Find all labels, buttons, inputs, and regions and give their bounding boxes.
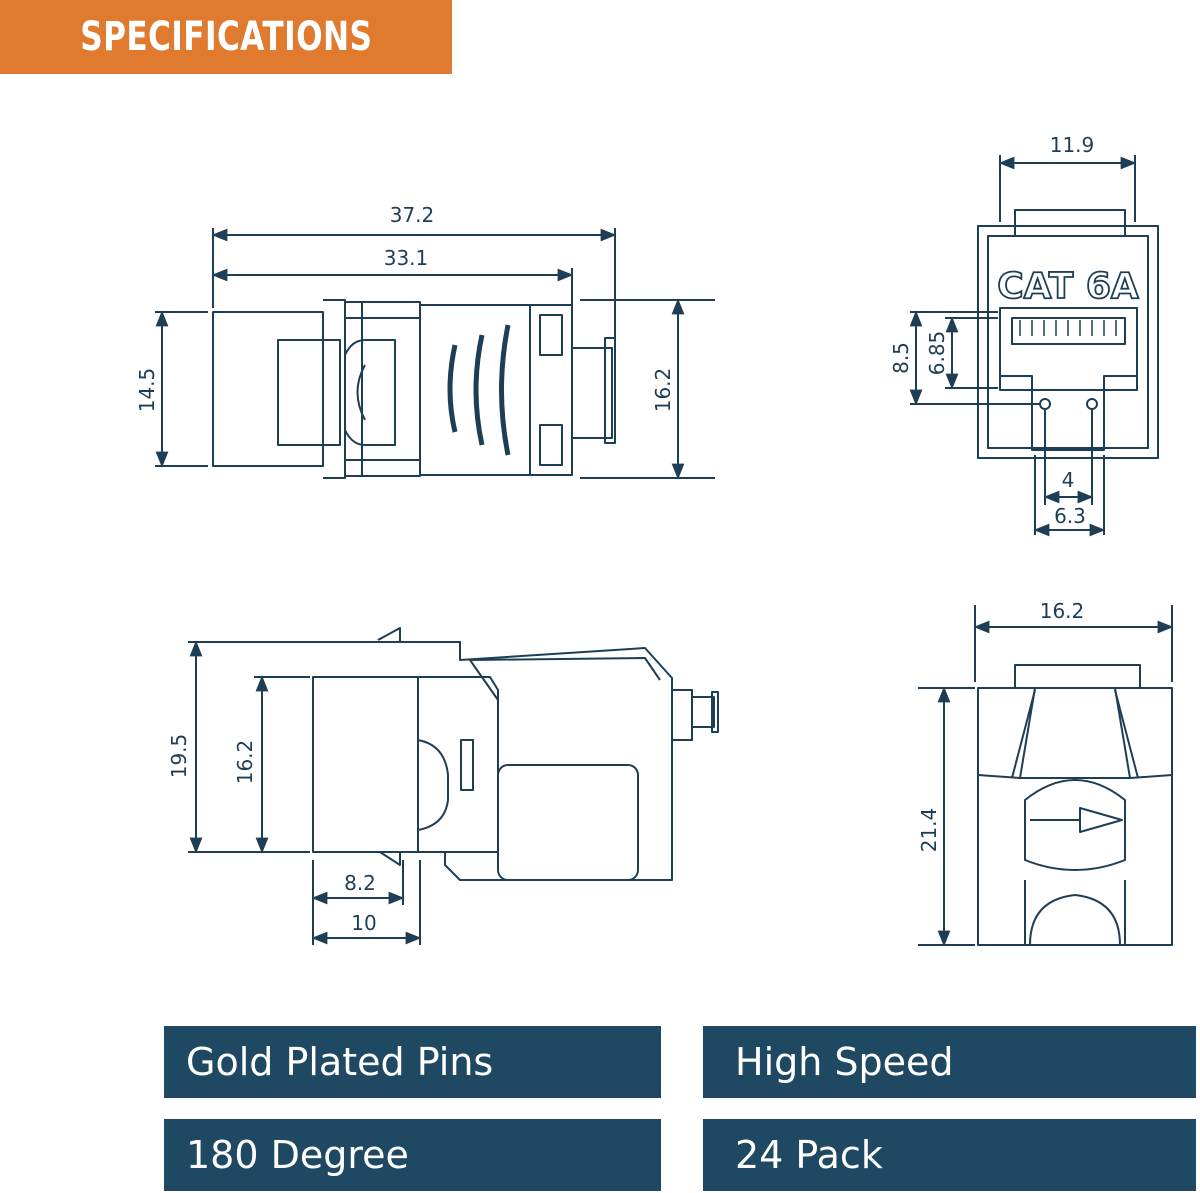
dim-front-h-outer: 8.5 [889,342,913,374]
feature-high-speed: High Speed [703,1026,1196,1098]
specifications-banner: SPECIFICATIONS [0,0,452,74]
dim-profile-height-inner: 16.2 [233,740,257,785]
feature-label: Gold Plated Pins [186,1040,494,1084]
top-front-view [909,155,1159,537]
technical-drawing: 37.2 33.1 14.5 16.2 11.9 CAT 6A 8.5 6.85… [135,133,1174,947]
feature-24-pack: 24 Pack [703,1119,1196,1191]
bottom-side-view [188,627,719,945]
feature-label: 24 Pack [735,1133,883,1177]
dim-height-right: 16.2 [651,368,675,413]
feature-180-degree: 180 Degree [164,1119,661,1191]
dim-front-gap-outer: 6.3 [1054,504,1086,528]
dim-front-h-inner: 6.85 [925,331,949,376]
dim-front-width: 11.9 [1050,133,1095,157]
dim-profile-height-outer: 19.5 [167,734,191,779]
dim-rear-height: 21.4 [917,808,941,853]
dim-overall-length: 37.2 [390,203,435,227]
dim-profile-depth-outer: 10 [351,911,376,935]
dim-profile-depth-inner: 8.2 [344,871,376,895]
top-side-view [155,228,715,480]
banner-title: SPECIFICATIONS [79,14,373,60]
dim-body-length: 33.1 [384,246,429,270]
feature-gold-plated-pins: Gold Plated Pins [164,1026,661,1098]
feature-label: High Speed [735,1040,954,1084]
dim-height-left: 14.5 [135,368,159,413]
brand-label: CAT 6A [997,266,1139,307]
dim-front-gap-inner: 4 [1062,468,1075,492]
bottom-rear-view [918,605,1174,947]
feature-label: 180 Degree [186,1133,409,1177]
dim-rear-width: 16.2 [1040,599,1085,623]
